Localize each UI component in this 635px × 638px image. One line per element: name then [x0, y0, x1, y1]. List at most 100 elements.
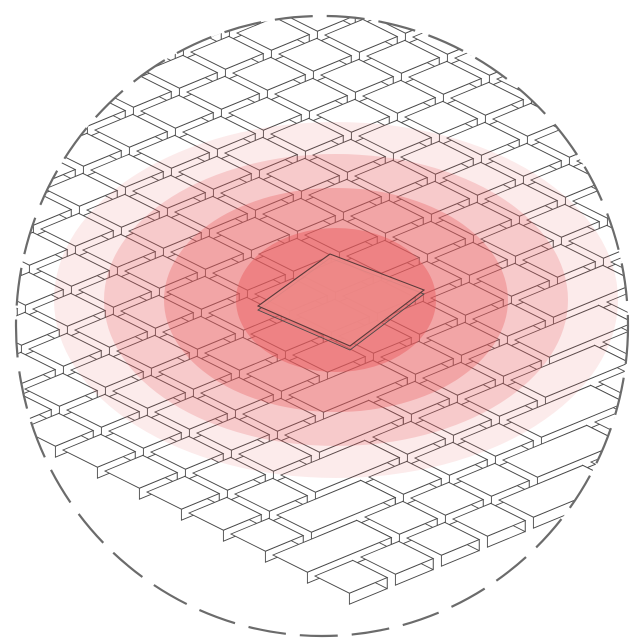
keyboard-key [587, 24, 628, 70]
key-top-face [379, 340, 455, 375]
key-top-face [429, 281, 505, 316]
key-top-face [153, 0, 225, 8]
key-top-face [541, 43, 617, 78]
key-top-face [169, 235, 245, 270]
key-top-face [157, 355, 233, 390]
key-front-face [576, 60, 616, 89]
key-top-face [365, 39, 441, 74]
key-side-face [0, 371, 9, 399]
key-front-face [0, 349, 13, 376]
key-top-face [291, 338, 367, 373]
key-top-face [231, 56, 307, 91]
key-top-face [483, 182, 559, 217]
key-front-face [614, 121, 628, 150]
key-top-face [31, 292, 107, 327]
keyboard-key [73, 313, 149, 359]
key-top-face [61, 433, 137, 468]
key-top-face [313, 559, 389, 594]
key-top-face [499, 22, 575, 57]
key-top-face [219, 176, 295, 211]
key-top-face [449, 81, 525, 116]
key-top-face [375, 380, 451, 415]
key-front-face [492, 18, 532, 47]
keyboard-key [545, 16, 621, 49]
key-side-face [455, 0, 490, 10]
key-front-face [44, 88, 84, 117]
key-top-face [16, 31, 89, 66]
key-top-face [583, 64, 628, 99]
key-top-face [149, 435, 225, 470]
keyboard-key [16, 130, 35, 176]
key-side-face [16, 90, 38, 121]
keyboard-key [315, 98, 391, 144]
key-side-face [144, 16, 180, 24]
keyboard-key [425, 321, 501, 367]
key-top-face [323, 18, 399, 53]
keyboard-key [405, 521, 481, 567]
key-front-face [530, 79, 570, 108]
key-front-face [534, 39, 574, 68]
key-top-face [407, 60, 483, 95]
key-top-face [463, 382, 539, 417]
keyboard-key [451, 502, 527, 548]
key-top-face [353, 159, 429, 194]
key-side-face [496, 16, 532, 32]
key-top-face [495, 62, 571, 97]
key-top-face [241, 397, 317, 432]
key-top-face [513, 304, 628, 358]
key-top-face [0, 0, 49, 4]
key-top-face [185, 75, 261, 110]
key-top-face [16, 90, 39, 125]
key-top-face [591, 16, 628, 19]
key-top-face [361, 79, 437, 114]
key-top-face [191, 456, 267, 491]
key-top-face [417, 401, 493, 436]
keyboard-key [16, 31, 89, 77]
key-top-face [0, 0, 3, 23]
key-front-face [0, 389, 9, 416]
key-top-face [587, 24, 628, 59]
key-top-face [233, 477, 309, 512]
key-top-face [503, 16, 579, 17]
keyboard-key [499, 22, 575, 68]
keyboard-key [303, 218, 379, 264]
key-top-face [613, 205, 628, 240]
keyboard-key [617, 165, 628, 200]
key-top-face [487, 142, 563, 177]
keyboard-key [16, 111, 81, 157]
key-front-face [362, 16, 402, 24]
key-top-face [111, 374, 187, 409]
key-top-face [475, 262, 551, 297]
key-top-face [411, 20, 487, 55]
key-side-face [538, 22, 574, 53]
keyboard-key [199, 376, 275, 422]
key-top-face [417, 0, 489, 14]
keyboard-key [583, 64, 628, 110]
key-side-face [94, 52, 130, 83]
key-top-face [307, 178, 383, 213]
key-top-face [329, 0, 401, 12]
keyboard-key [157, 355, 233, 401]
key-top-face [521, 243, 597, 278]
pressed-key [256, 253, 426, 351]
key-top-face [16, 130, 35, 165]
key-top-face [271, 519, 393, 573]
key-top-face [245, 357, 321, 392]
keyboard-key [107, 414, 183, 460]
key-side-face [618, 104, 628, 135]
key-front-face [572, 100, 612, 129]
keyboard-key [16, 71, 85, 117]
key-top-face [345, 239, 421, 274]
key-top-face [16, 311, 61, 346]
keyboard-key [0, 331, 13, 375]
key-side-face [367, 0, 402, 8]
keyboard-key [463, 0, 535, 6]
key-side-face [492, 41, 528, 72]
key-top-face [545, 16, 621, 38]
key-side-face [191, 0, 226, 4]
keyboard-key [0, 0, 3, 34]
key-top-face [16, 391, 53, 426]
key-top-face [391, 220, 467, 255]
keyboard-key [631, 46, 635, 90]
keyboard-key [449, 81, 525, 127]
